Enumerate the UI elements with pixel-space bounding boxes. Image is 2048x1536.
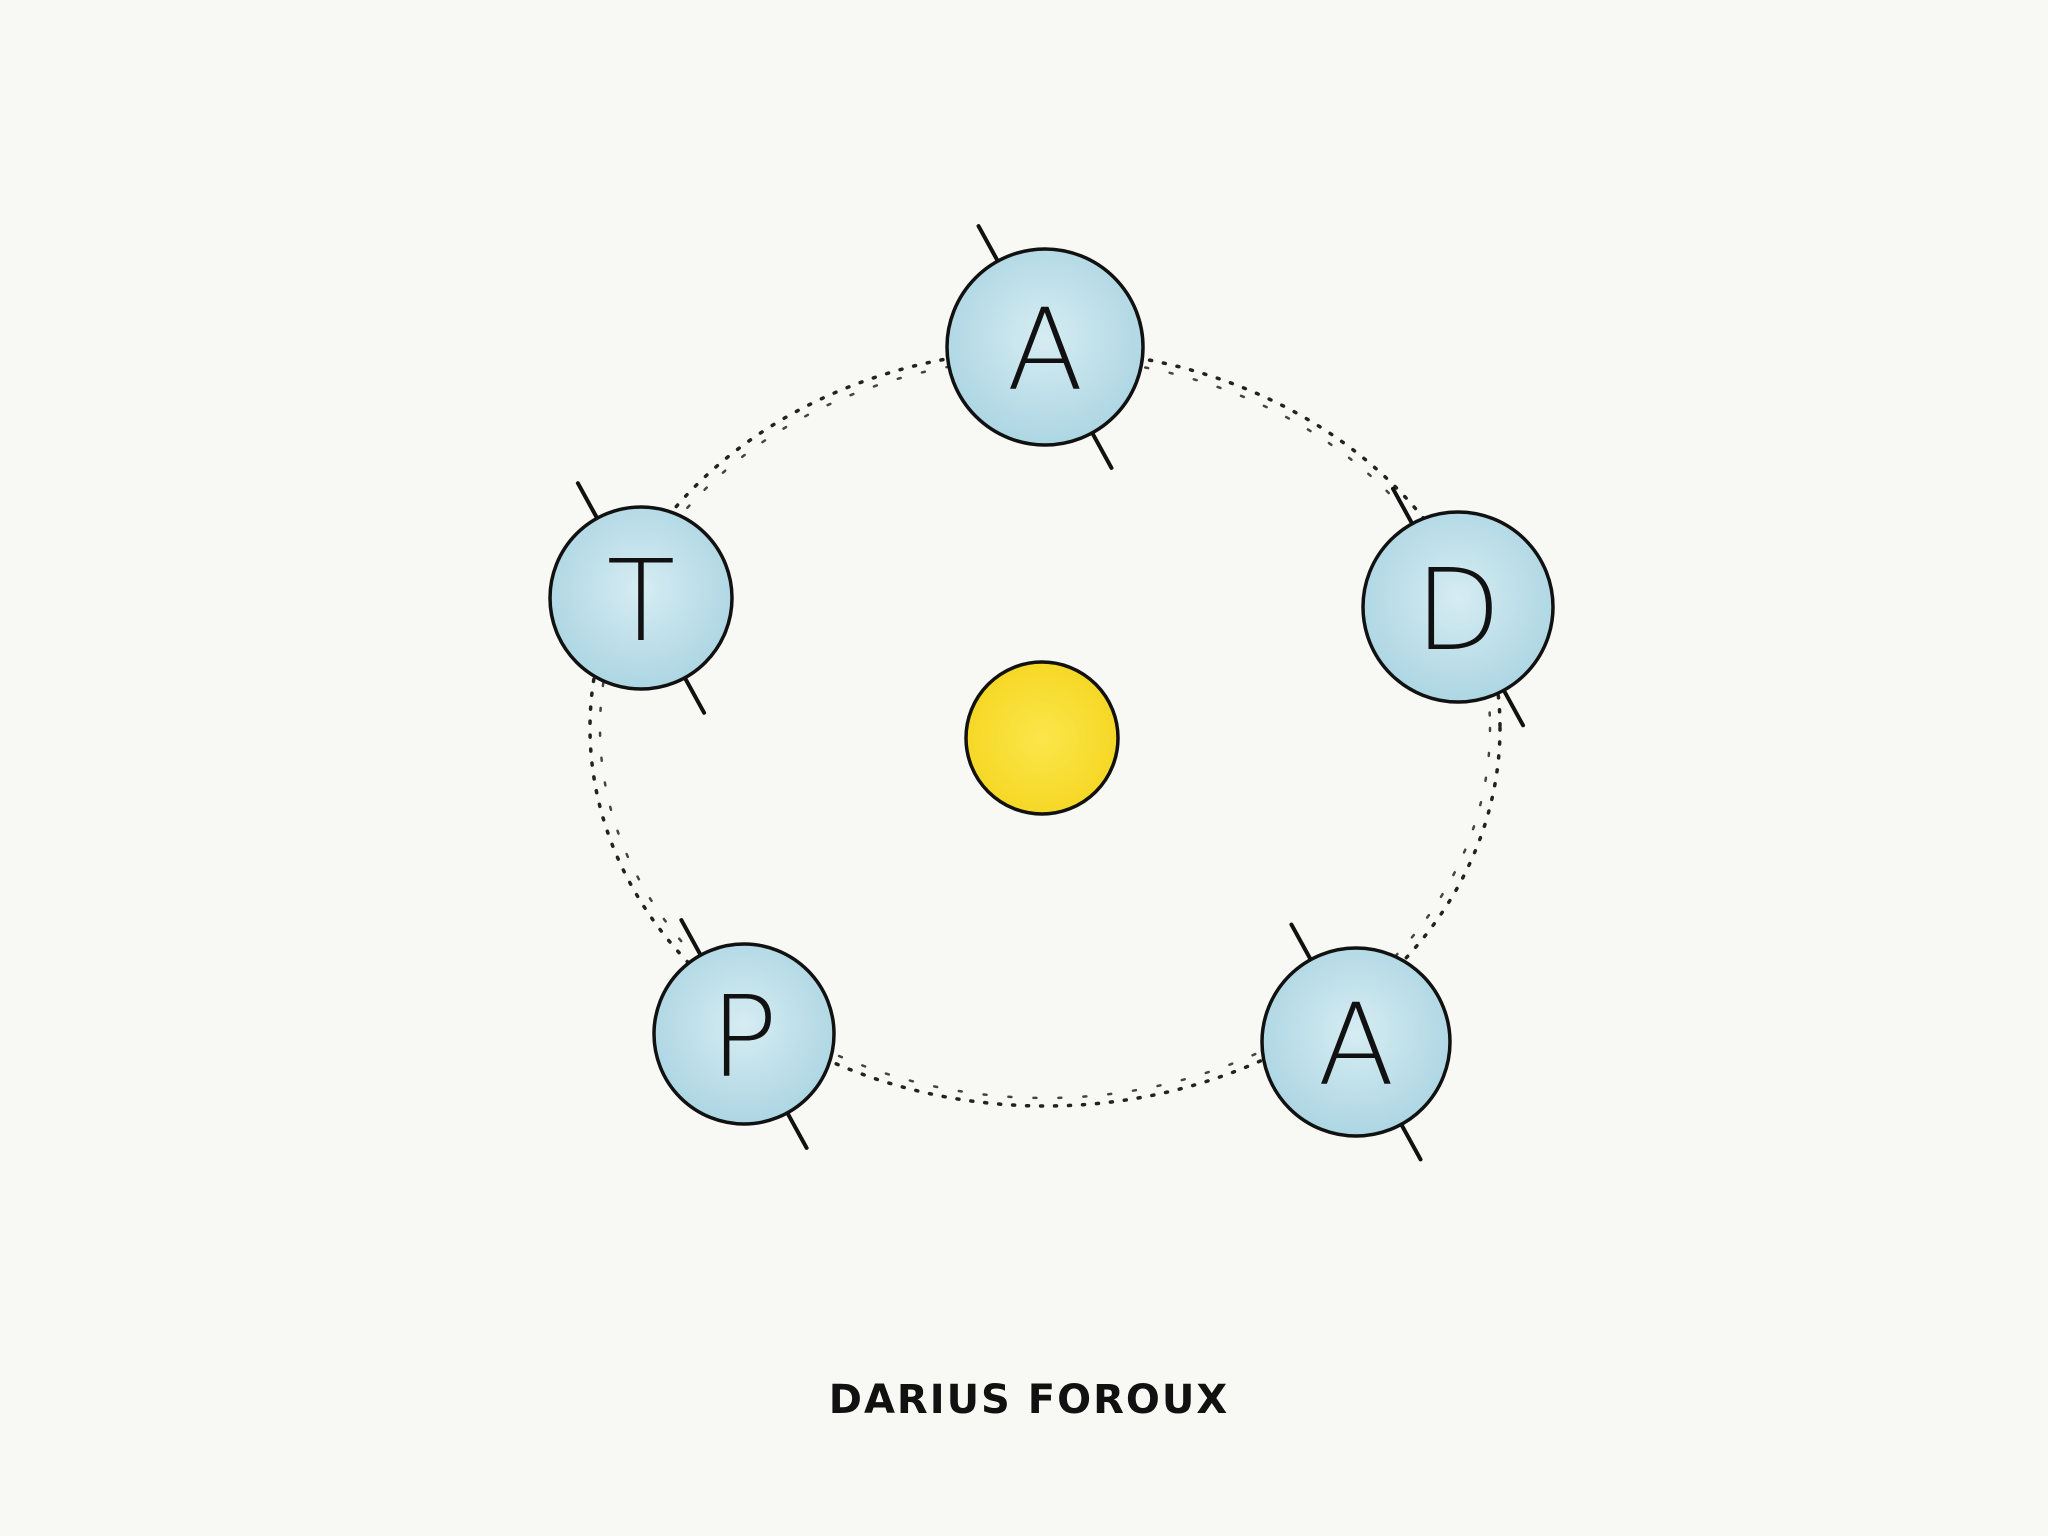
axis-tick [575,481,602,525]
node-letter: A [1007,286,1084,416]
node-letter: T [607,537,675,667]
node-letter: D [1415,546,1501,676]
node-d: D [1361,486,1555,728]
node-circle [1361,510,1555,704]
node-letter: A [1318,981,1395,1111]
node-circle [652,942,836,1126]
axis-tick [1397,1118,1423,1162]
node-circle [548,505,734,691]
node-circle [945,247,1145,447]
node-circle [1260,946,1452,1138]
axis-tick [1499,684,1526,728]
node-p: P [652,918,836,1150]
node-a-bottom: A [1260,922,1452,1162]
node-letter: P [710,973,778,1103]
axis-tick [783,1106,809,1150]
axis-tick [976,224,1003,268]
axis-tick [1390,486,1417,530]
sun-center [964,660,1120,816]
axis-tick [1289,922,1315,966]
signature: DARIUS FOROUX [829,1377,1230,1423]
node-a-top: A [945,224,1145,470]
orbit-path [588,348,1502,1108]
node-t: T [548,481,734,715]
axis-tick [680,671,707,715]
axis-tick [1087,426,1114,470]
axis-tick [679,918,705,962]
